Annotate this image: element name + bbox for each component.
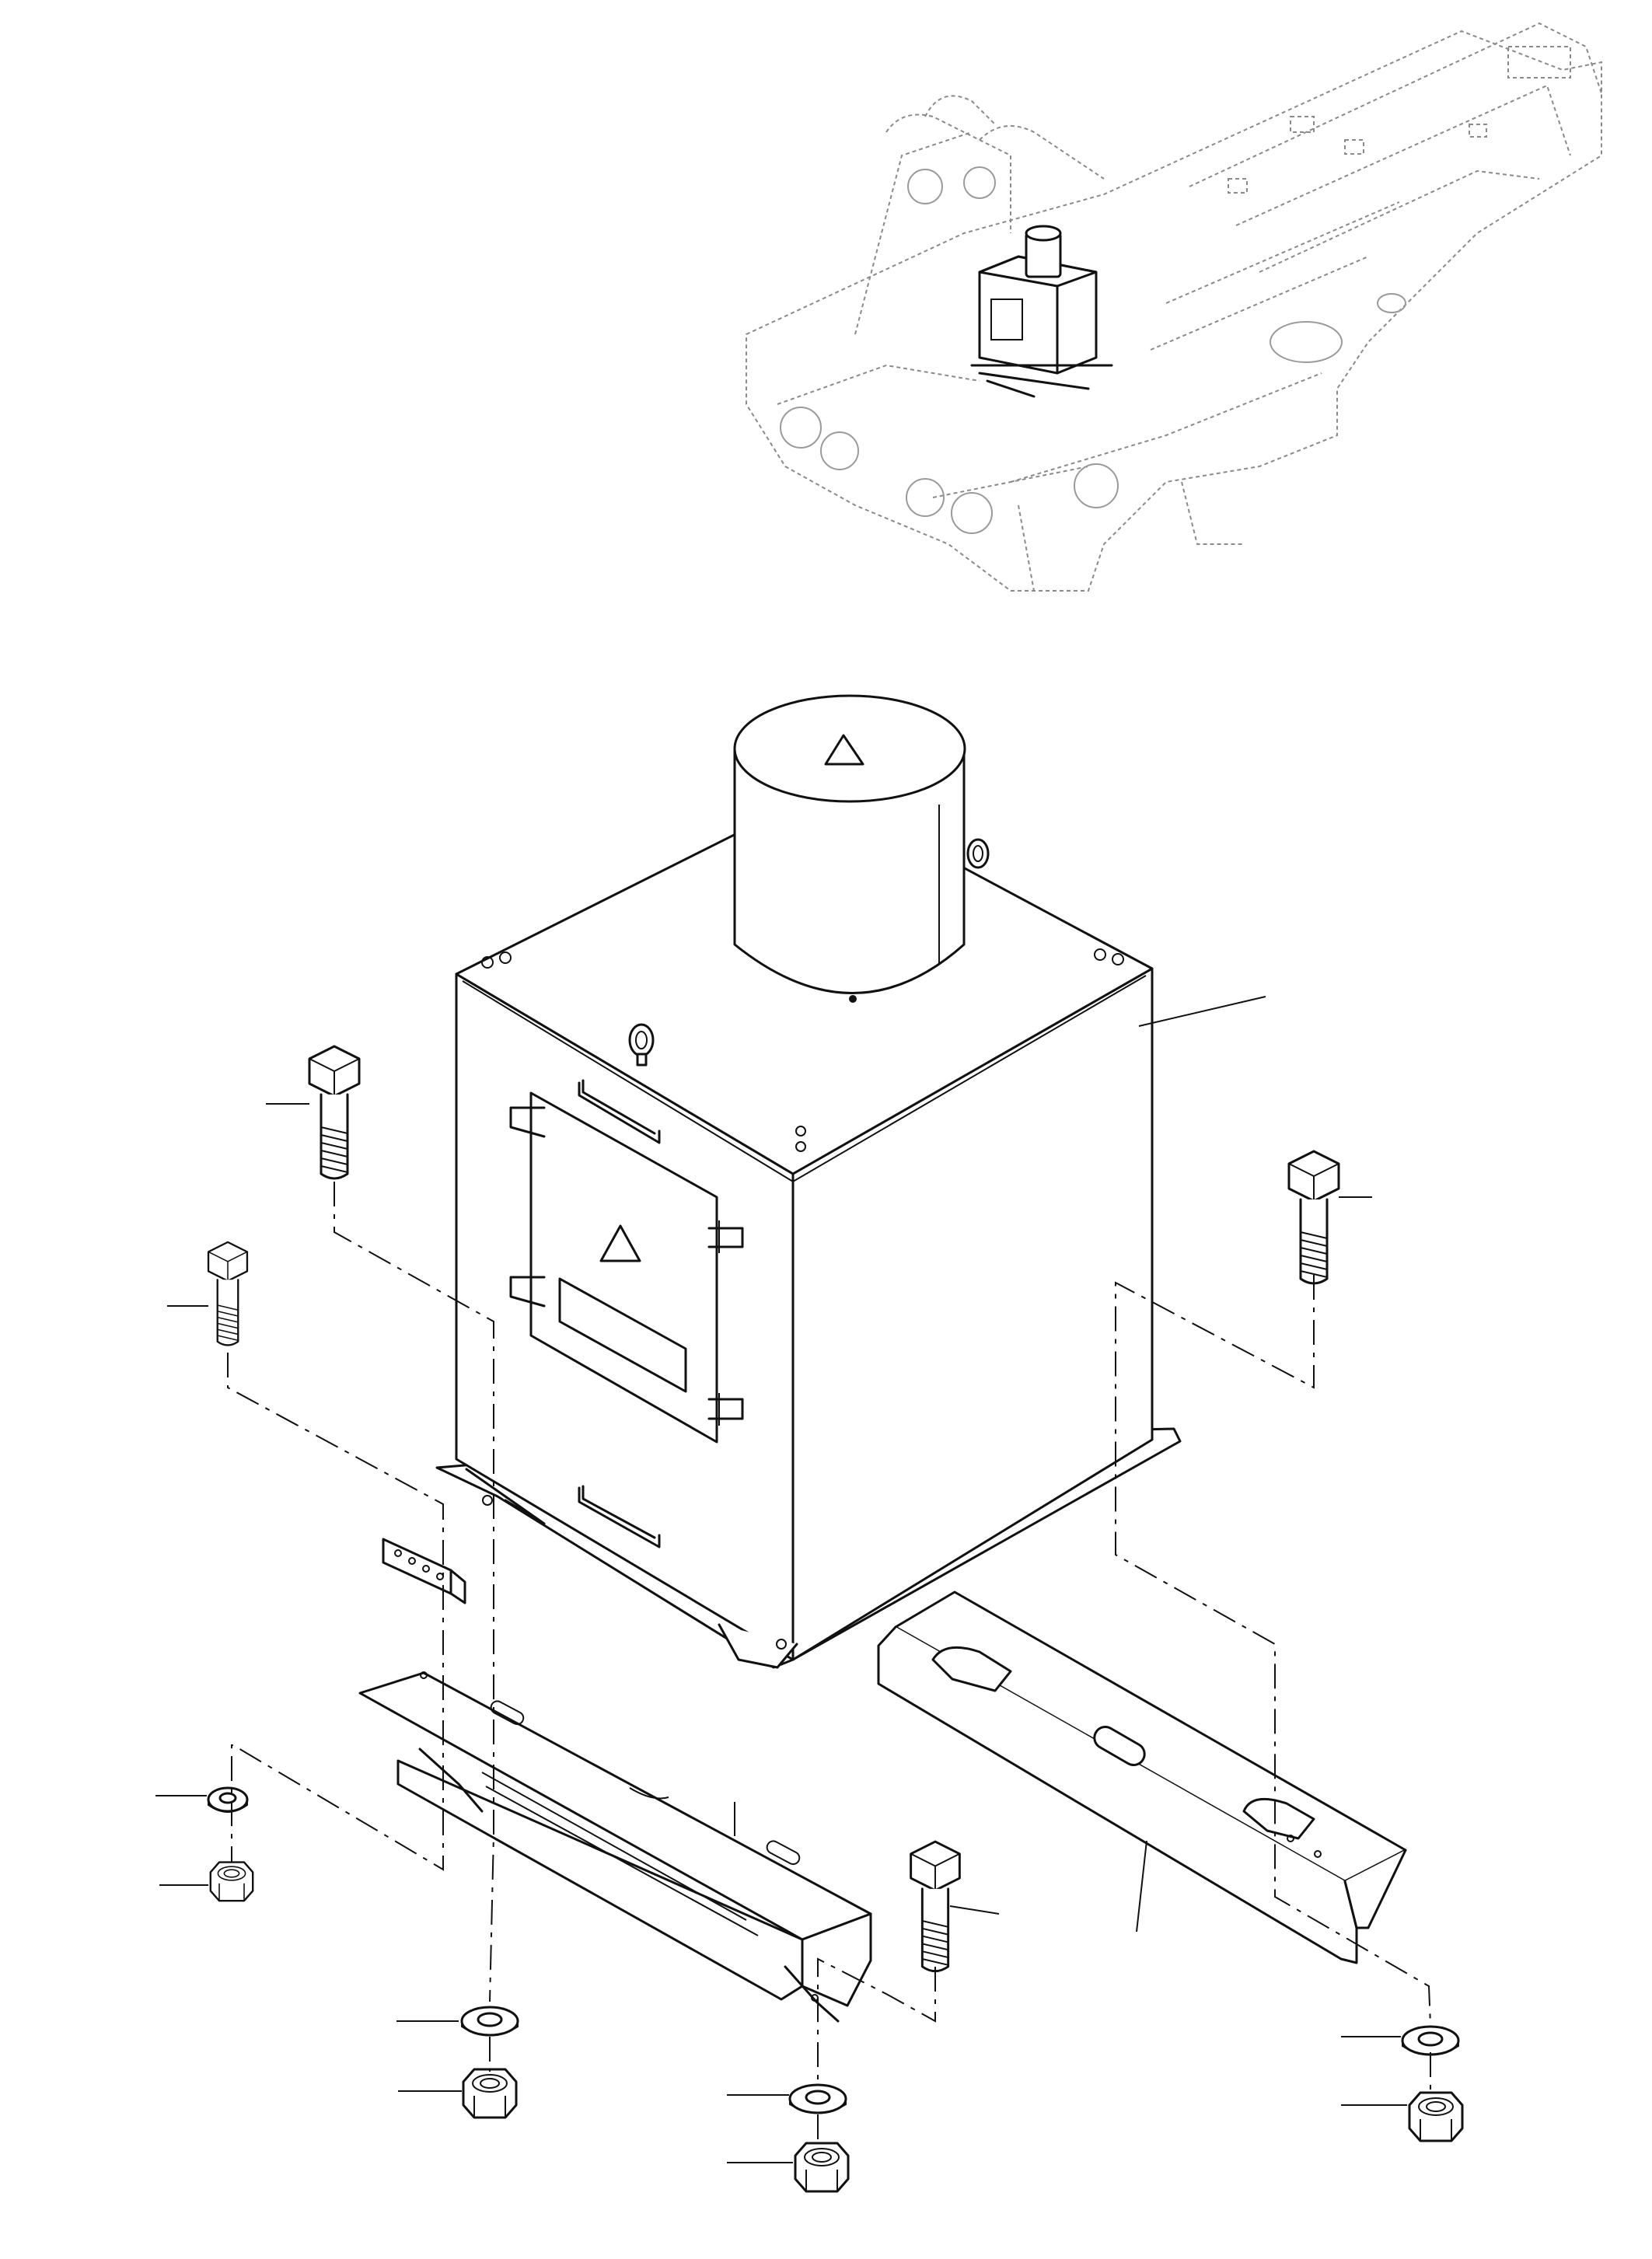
hex-nut-icon bbox=[1408, 2091, 1464, 2142]
flat-washer-icon bbox=[788, 2083, 847, 2114]
flat-washer-icon bbox=[460, 2006, 519, 2037]
hex-nut-icon bbox=[794, 2142, 850, 2193]
terminal-strip-bracket bbox=[382, 1538, 466, 1604]
warning-triangle-icon bbox=[824, 734, 864, 766]
callout-leaders bbox=[155, 996, 1407, 2163]
top-mount-bolts bbox=[481, 948, 1124, 1650]
hex-bolt-icon bbox=[207, 1241, 249, 1346]
eye-bolt-icon bbox=[966, 838, 990, 869]
hex-nut-icon bbox=[209, 1861, 254, 1902]
hex-nut-icon bbox=[462, 2068, 518, 2119]
machine-frame-outline bbox=[746, 22, 1602, 592]
tank-handles bbox=[578, 1079, 661, 1548]
filler-cap bbox=[733, 694, 966, 1003]
tank-foot-tab bbox=[718, 1623, 798, 1669]
hex-bolt-icon bbox=[1287, 1150, 1340, 1285]
hex-bolt-icon bbox=[308, 1045, 361, 1180]
lock-washer-icon bbox=[207, 1786, 249, 1813]
assembly-center-lines bbox=[227, 1182, 1431, 2146]
context-tank-highlight bbox=[970, 225, 1113, 398]
flat-washer-icon bbox=[1401, 2025, 1460, 2056]
left-channel-rail bbox=[358, 1671, 872, 2023]
inspection-door bbox=[529, 1091, 718, 1444]
warning-triangle-icon bbox=[599, 1224, 641, 1262]
context-view bbox=[746, 22, 1602, 592]
frame-pivot-lugs bbox=[780, 166, 1406, 534]
door-hinges bbox=[509, 1106, 744, 1426]
tank-assembly bbox=[435, 694, 1182, 1669]
eye-bolt-icon bbox=[628, 1023, 655, 1067]
right-channel-rail bbox=[877, 1590, 1407, 1964]
